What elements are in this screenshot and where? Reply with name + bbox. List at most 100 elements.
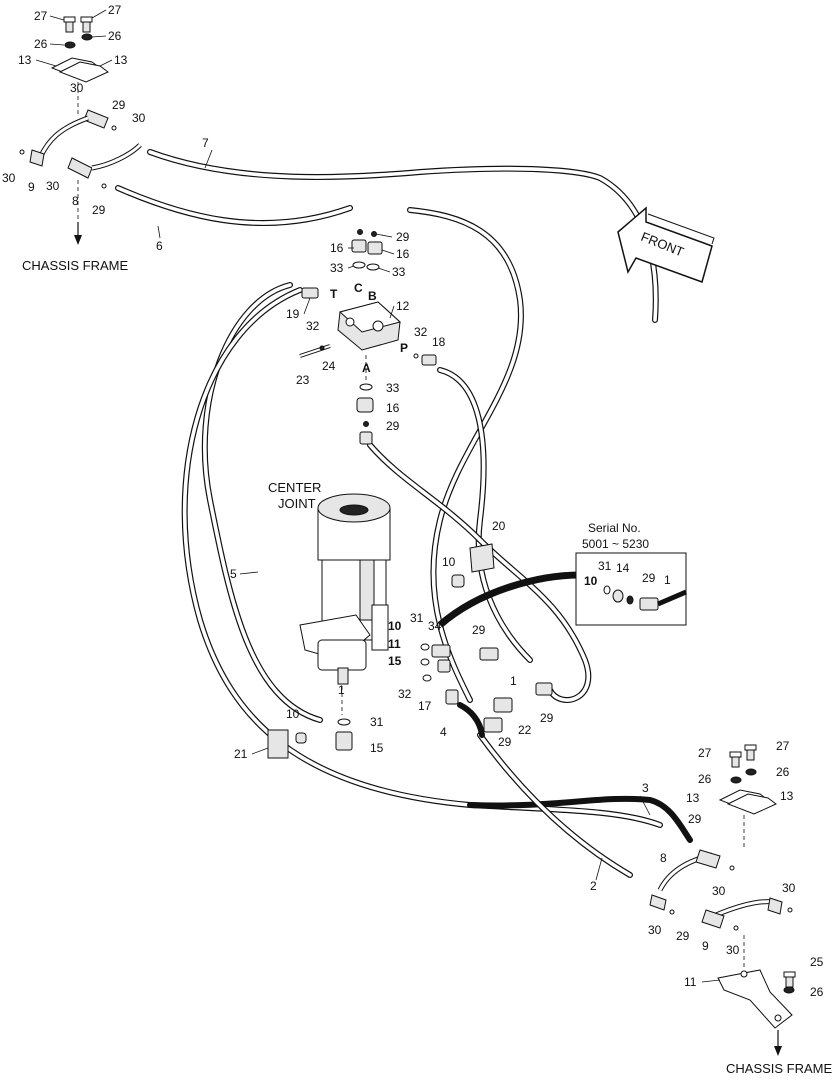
center-joint-label-1: CENTER xyxy=(268,480,321,495)
callout: 17 xyxy=(418,699,432,713)
callout: 12 xyxy=(396,299,410,313)
hose-2-inner xyxy=(478,733,632,877)
callout: 26 xyxy=(698,772,712,786)
callout: 26 xyxy=(34,37,48,51)
center-joint xyxy=(299,493,391,685)
callout: 30 xyxy=(782,881,796,895)
callout: 27 xyxy=(698,746,712,760)
callout: 32 xyxy=(398,687,412,701)
callout: 4 xyxy=(440,725,447,739)
callout: 23 xyxy=(296,373,310,387)
hose-3 xyxy=(467,795,693,843)
callout: 5 xyxy=(230,567,237,581)
port-b-label: B xyxy=(368,289,377,303)
callout: 10 xyxy=(442,555,456,569)
callout: 7 xyxy=(202,136,209,150)
callout: 24 xyxy=(322,359,336,373)
callouts: 27 27 26 26 13 13 30 29 30 7 30 9 30 8 2… xyxy=(2,3,824,999)
callout: 26 xyxy=(776,765,790,779)
front-arrow-icon: FRONT xyxy=(617,206,715,283)
bracket-assembly-bottom-right xyxy=(649,744,796,1056)
callout: 29 xyxy=(688,812,702,826)
callout: 22 xyxy=(518,723,532,737)
text-labels: CHASSIS FRAME CHASSIS FRAME CENTER JOINT… xyxy=(22,258,833,1076)
callout: 16 xyxy=(386,401,400,415)
callout: 1 xyxy=(664,573,671,587)
callout: 9 xyxy=(28,180,35,194)
callout: 8 xyxy=(660,851,667,865)
chassis-frame-top-label: CHASSIS FRAME xyxy=(22,258,129,273)
callout: 29 xyxy=(540,711,554,725)
callout: 25 xyxy=(810,955,824,969)
callout: 20 xyxy=(492,519,506,533)
mid-fittings xyxy=(267,543,553,759)
callout: 30 xyxy=(726,943,740,957)
callout: 33 xyxy=(392,265,406,279)
port-t-label: T xyxy=(330,287,338,301)
callout: 31 xyxy=(598,559,612,573)
callout: 32 xyxy=(414,325,428,339)
port-p-label: P xyxy=(400,341,408,355)
callout: 10 xyxy=(286,707,300,721)
callout: 30 xyxy=(712,884,726,898)
callout: 16 xyxy=(330,241,344,255)
callout: 2 xyxy=(590,879,597,893)
callout: 30 xyxy=(648,923,662,937)
hose-5-inner xyxy=(202,283,322,722)
callout: 13 xyxy=(114,53,128,67)
callout: 29 xyxy=(112,98,126,112)
center-joint-label-2: JOINT xyxy=(278,496,316,511)
callout: 1 xyxy=(338,683,345,697)
callout: 3 xyxy=(642,781,649,795)
callout: 29 xyxy=(676,929,690,943)
callout: 27 xyxy=(776,739,790,753)
hoses xyxy=(115,149,693,878)
callout: 10 xyxy=(388,619,402,633)
callout: 9 xyxy=(702,939,709,953)
callout: 15 xyxy=(388,654,402,668)
hose-6-inner xyxy=(116,186,352,225)
callout: 29 xyxy=(92,203,106,217)
callout: 33 xyxy=(386,381,400,395)
hose-1-inner xyxy=(438,368,532,662)
callout: 26 xyxy=(810,985,824,999)
callout: 31 xyxy=(370,715,384,729)
callout: 31 xyxy=(410,611,424,625)
callout: 15 xyxy=(370,741,384,755)
callout: 13 xyxy=(686,791,700,805)
callout: 13 xyxy=(18,53,32,67)
callout: 30 xyxy=(46,179,60,193)
callout: 30 xyxy=(2,171,16,185)
callout: 33 xyxy=(330,261,344,275)
callout: 29 xyxy=(498,735,512,749)
callout: 6 xyxy=(156,239,163,253)
callout: 16 xyxy=(396,247,410,261)
leader-lines xyxy=(35,9,721,983)
port-a-label: A xyxy=(362,361,371,375)
hose-7-return-inner xyxy=(408,208,523,702)
callout: 14 xyxy=(616,561,630,575)
hose-4 xyxy=(457,702,485,738)
port-c-label: C xyxy=(354,281,363,295)
callout: 27 xyxy=(34,9,48,23)
callout: 29 xyxy=(386,419,400,433)
callout: 21 xyxy=(234,747,248,761)
callout: 18 xyxy=(432,335,446,349)
callout: 27 xyxy=(108,3,122,17)
serial-inset xyxy=(575,552,687,626)
callout: 8 xyxy=(72,194,79,208)
callout: 11 xyxy=(388,637,401,651)
callout: 1 xyxy=(510,674,517,688)
serial-leader-curve xyxy=(437,571,581,628)
bracket-assembly-top-left xyxy=(19,16,142,245)
callout: 19 xyxy=(286,307,300,321)
callout: 10 xyxy=(584,574,598,588)
serial-label-2: 5001 ~ 5230 xyxy=(582,537,649,551)
callout: 30 xyxy=(70,81,84,95)
callout: 32 xyxy=(306,319,320,333)
callout: 34 xyxy=(428,619,442,633)
callout: 29 xyxy=(396,230,410,244)
callout: 29 xyxy=(472,623,486,637)
callout: 26 xyxy=(108,29,122,43)
